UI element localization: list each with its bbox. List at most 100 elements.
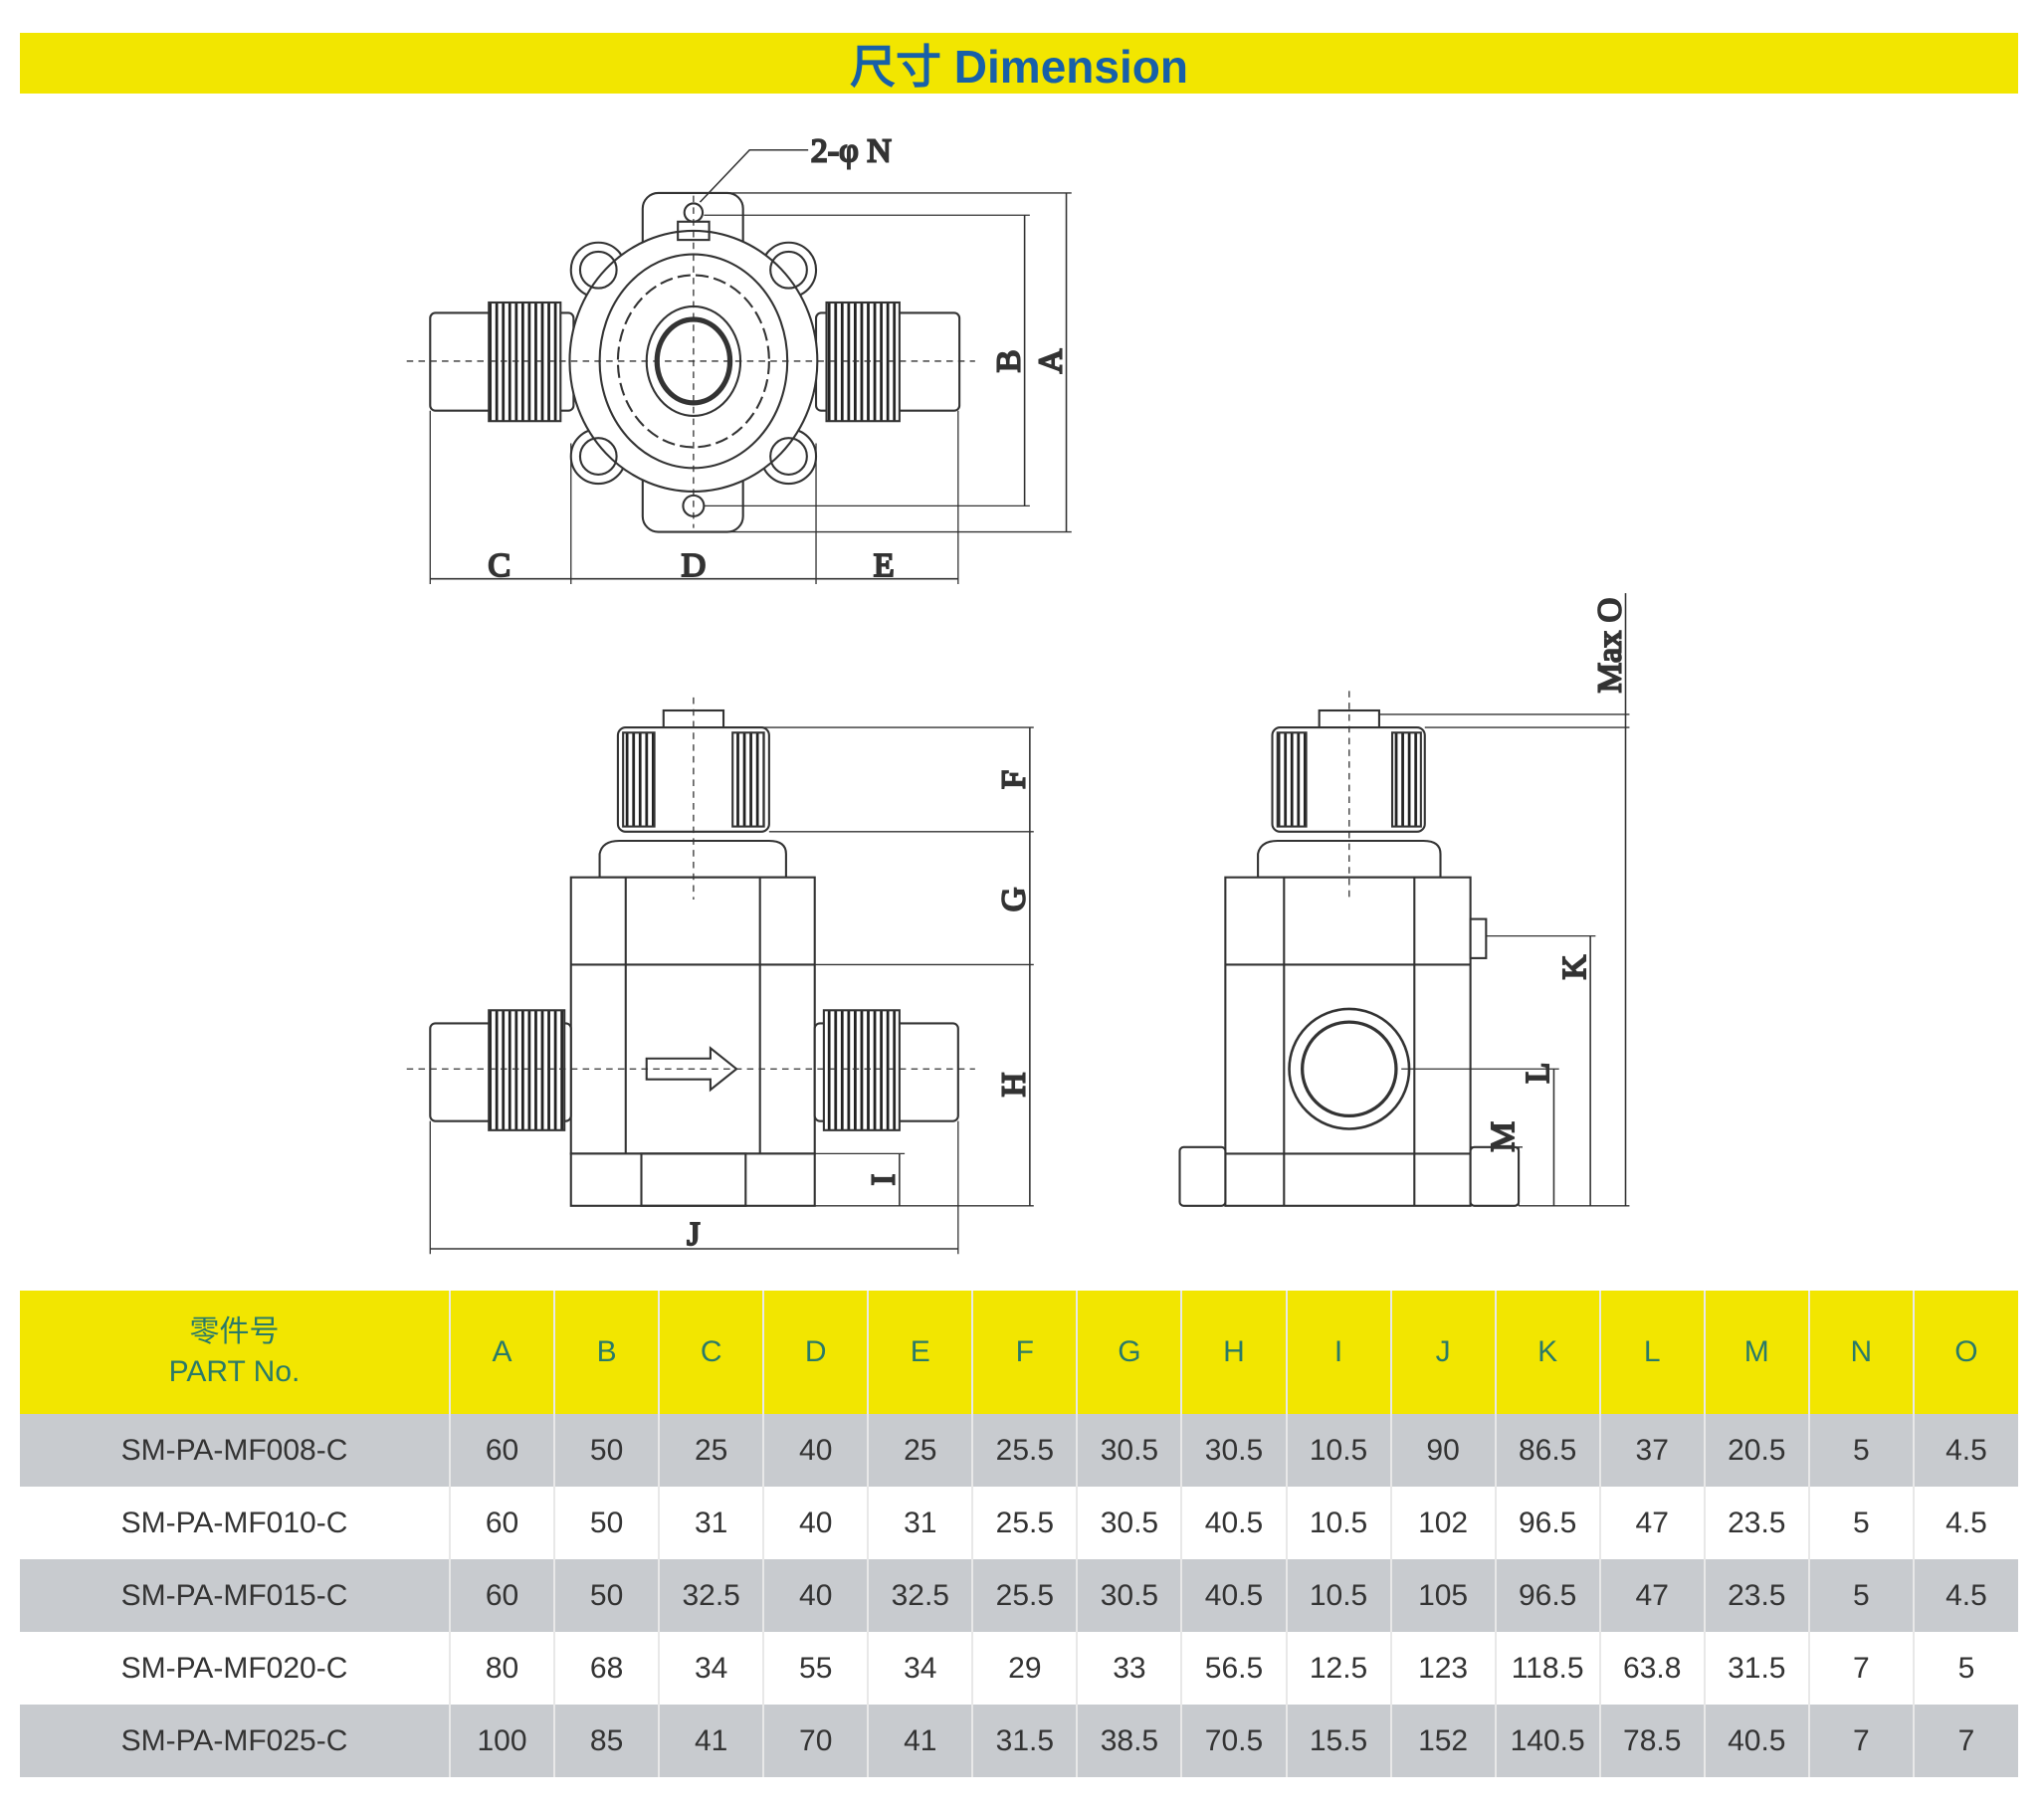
column-header: I — [1285, 1291, 1391, 1414]
side-view — [1178, 593, 1630, 1207]
part-number-cell: SM-PA-MF020-C — [120, 1651, 348, 1685]
dimension-cell-m: 40.5 — [1703, 1705, 1809, 1777]
column-header: O — [1912, 1291, 2018, 1414]
dimension-cell-i: 15.5 — [1285, 1705, 1391, 1777]
dimension-table: 零件号 PART No. A B C D E F G H I J K L M N… — [20, 1291, 2018, 1777]
dimension-cell-k: 140.5 — [1494, 1705, 1600, 1777]
dimension-cell-k: 118.5 — [1494, 1632, 1600, 1705]
dimension-cell-c: 41 — [658, 1705, 764, 1777]
column-header: A — [448, 1291, 555, 1414]
dimension-cell-l: 37 — [1598, 1414, 1705, 1487]
dimension-cell-e: 25 — [867, 1414, 973, 1487]
dimension-cell-d: 40 — [762, 1414, 869, 1487]
dimension-cell-h: 40.5 — [1180, 1487, 1287, 1559]
dim-label-g: G — [996, 888, 1033, 912]
dimension-cell-b: 85 — [553, 1705, 660, 1777]
dim-label-f: F — [996, 770, 1033, 789]
dimension-cell-n: 7 — [1807, 1632, 1914, 1705]
dimension-cell-n: 5 — [1807, 1487, 1914, 1559]
dimension-cell-g: 30.5 — [1076, 1487, 1182, 1559]
dimension-cell-j: 105 — [1389, 1559, 1496, 1632]
dim-label-h: H — [996, 1073, 1033, 1098]
dimension-cell-h: 30.5 — [1180, 1414, 1287, 1487]
dimension-cell-c: 32.5 — [658, 1559, 764, 1632]
dimension-cell-j: 90 — [1389, 1414, 1496, 1487]
dimension-cell-g: 30.5 — [1076, 1559, 1182, 1632]
part-no-header-cn: 零件号 — [189, 1315, 280, 1348]
front-view — [406, 697, 1034, 1255]
dimension-cell-e: 41 — [867, 1705, 973, 1777]
dimension-cell-f: 31.5 — [971, 1705, 1078, 1777]
dimension-cell-o: 4.5 — [1912, 1559, 2018, 1632]
dim-label-l: L — [1520, 1063, 1556, 1084]
page-title: 尺寸 Dimension — [850, 40, 1188, 93]
dimension-cell-a: 60 — [448, 1414, 555, 1487]
dimension-cell-l: 63.8 — [1598, 1632, 1705, 1705]
dimension-cell-l: 78.5 — [1598, 1705, 1705, 1777]
dimension-cell-a: 60 — [448, 1559, 555, 1632]
dimension-cell-d: 40 — [762, 1487, 869, 1559]
column-header: N — [1807, 1291, 1914, 1414]
dimension-cell-k: 96.5 — [1494, 1487, 1600, 1559]
dim-label-k: K — [1556, 954, 1593, 979]
dim-label-d: D — [682, 547, 707, 584]
column-header: L — [1598, 1291, 1705, 1414]
column-header: H — [1180, 1291, 1287, 1414]
dimension-cell-j: 123 — [1389, 1632, 1496, 1705]
part-number-cell: SM-PA-MF010-C — [120, 1506, 348, 1539]
part-number-cell: SM-PA-MF008-C — [120, 1433, 348, 1467]
dimension-cell-f: 25.5 — [971, 1414, 1078, 1487]
dim-label-e: E — [874, 547, 895, 584]
part-no-header-en: PART No. — [168, 1355, 301, 1388]
dimension-cell-d: 55 — [762, 1632, 869, 1705]
dimension-cell-l: 47 — [1598, 1559, 1705, 1632]
dimension-cell-m: 20.5 — [1703, 1414, 1809, 1487]
dimension-cell-g: 30.5 — [1076, 1414, 1182, 1487]
dim-label-a: A — [1032, 348, 1069, 373]
dimension-cell-n: 7 — [1807, 1705, 1914, 1777]
dimension-cell-h: 56.5 — [1180, 1632, 1287, 1705]
column-header: K — [1494, 1291, 1600, 1414]
dimension-cell-d: 70 — [762, 1705, 869, 1777]
column-header: C — [658, 1291, 764, 1414]
dimension-cell-j: 152 — [1389, 1705, 1496, 1777]
dimension-cell-l: 47 — [1598, 1487, 1705, 1559]
dimension-cell-k: 96.5 — [1494, 1559, 1600, 1632]
dimension-cell-f: 25.5 — [971, 1559, 1078, 1632]
dimension-cell-o: 4.5 — [1912, 1487, 2018, 1559]
column-header: M — [1703, 1291, 1809, 1414]
dimension-cell-g: 38.5 — [1076, 1705, 1182, 1777]
dimension-cell-o: 7 — [1912, 1705, 2018, 1777]
dimension-cell-n: 5 — [1807, 1414, 1914, 1487]
dim-label-m: M — [1485, 1121, 1522, 1151]
column-header: J — [1389, 1291, 1496, 1414]
dimension-cell-d: 40 — [762, 1559, 869, 1632]
dimension-cell-f: 29 — [971, 1632, 1078, 1705]
dimension-cell-c: 34 — [658, 1632, 764, 1705]
dimension-cell-h: 70.5 — [1180, 1705, 1287, 1777]
dim-label-c: C — [488, 547, 511, 584]
top-view — [406, 148, 1072, 584]
dim-label-i: I — [866, 1174, 903, 1185]
dimension-cell-o: 4.5 — [1912, 1414, 2018, 1487]
dimension-cell-i: 10.5 — [1285, 1414, 1391, 1487]
part-no-header: 零件号 PART No. — [20, 1291, 450, 1414]
part-number-cell: SM-PA-MF015-C — [120, 1578, 348, 1612]
dimension-cell-b: 50 — [553, 1559, 660, 1632]
dimension-cell-e: 34 — [867, 1632, 973, 1705]
dimension-cell-m: 23.5 — [1703, 1487, 1809, 1559]
dimension-cell-i: 10.5 — [1285, 1487, 1391, 1559]
dimension-cell-o: 5 — [1912, 1632, 2018, 1705]
dimension-cell-g: 33 — [1076, 1632, 1182, 1705]
dim-label-j: J — [687, 1216, 700, 1253]
dimension-cell-k: 86.5 — [1494, 1414, 1600, 1487]
dimension-cell-b: 50 — [553, 1487, 660, 1559]
dimension-cell-j: 102 — [1389, 1487, 1496, 1559]
hole-label: 2-φ N — [811, 133, 892, 170]
dimension-cell-m: 31.5 — [1703, 1632, 1809, 1705]
